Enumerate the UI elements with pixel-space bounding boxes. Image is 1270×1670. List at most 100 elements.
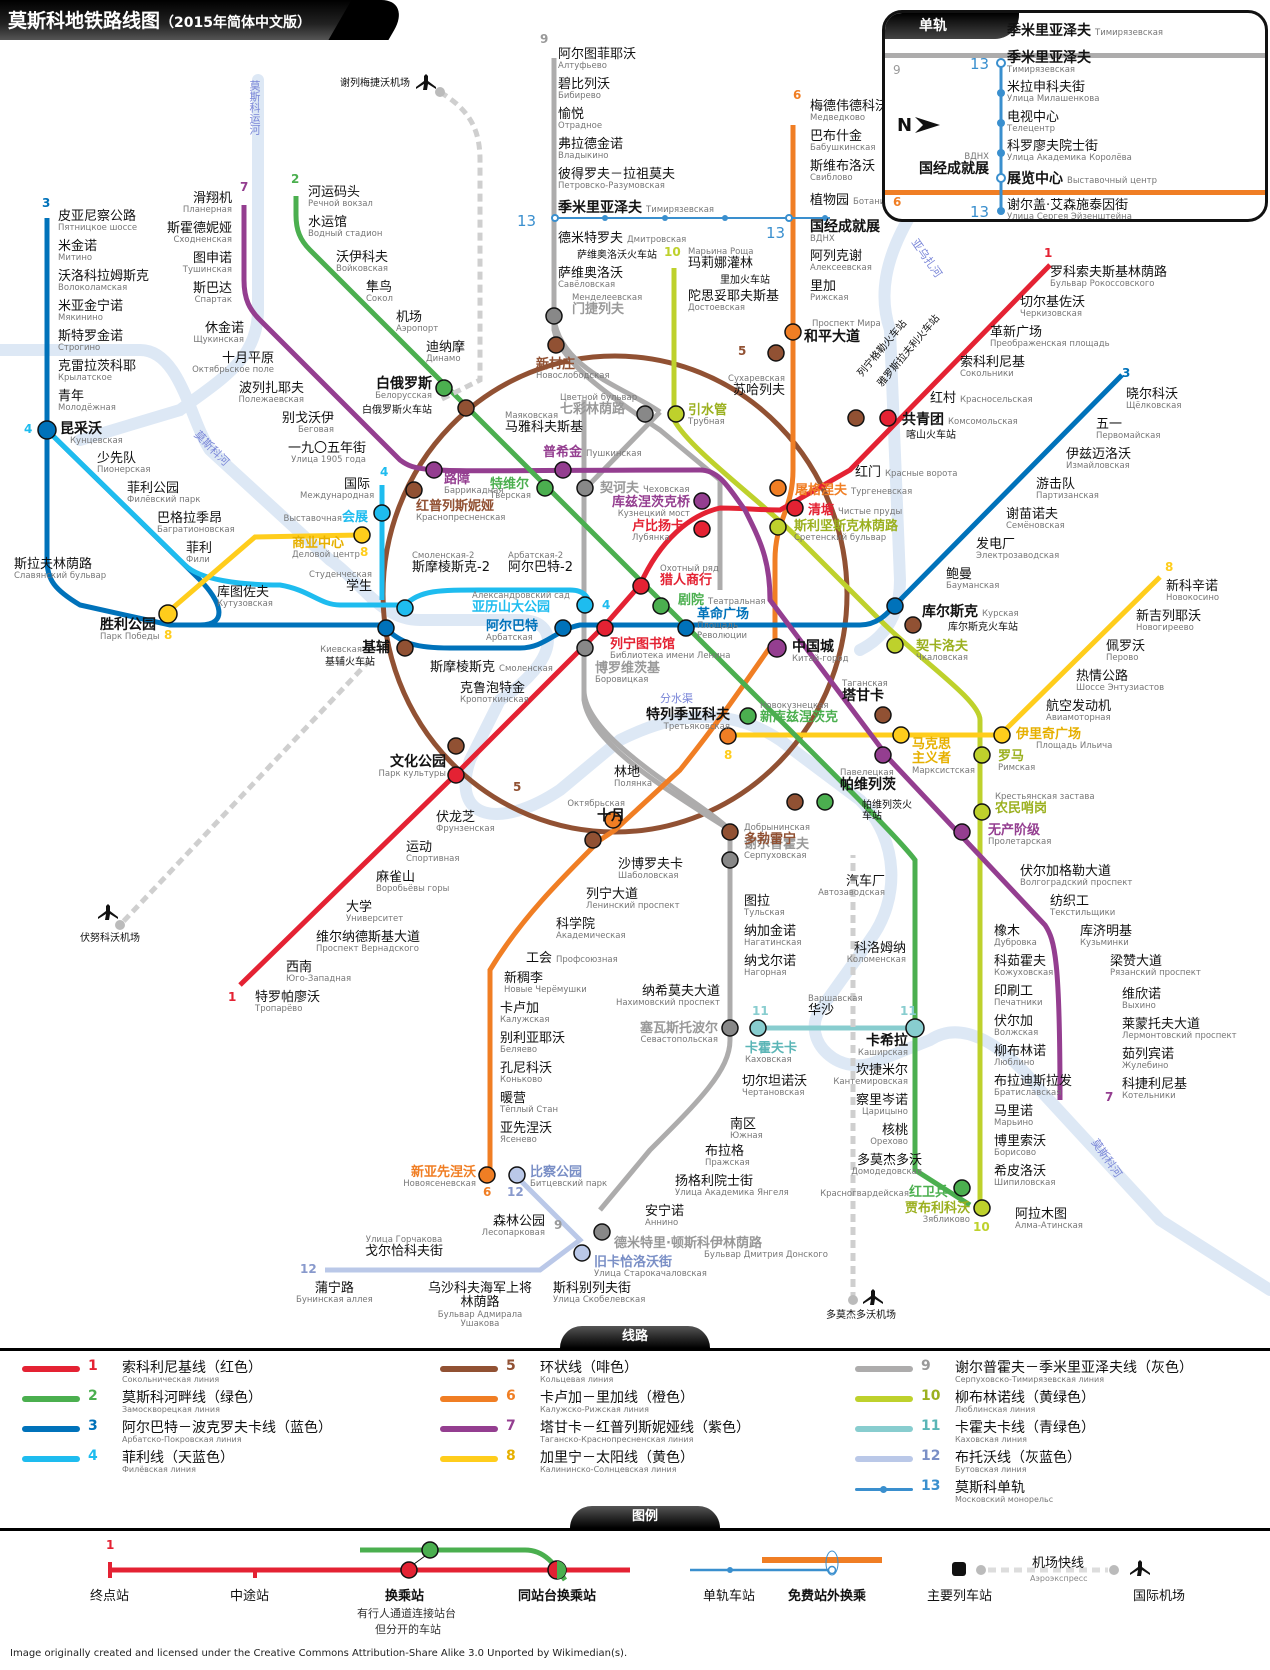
station-vystavochnaya[interactable]: Выставочная会展 xyxy=(283,510,368,525)
